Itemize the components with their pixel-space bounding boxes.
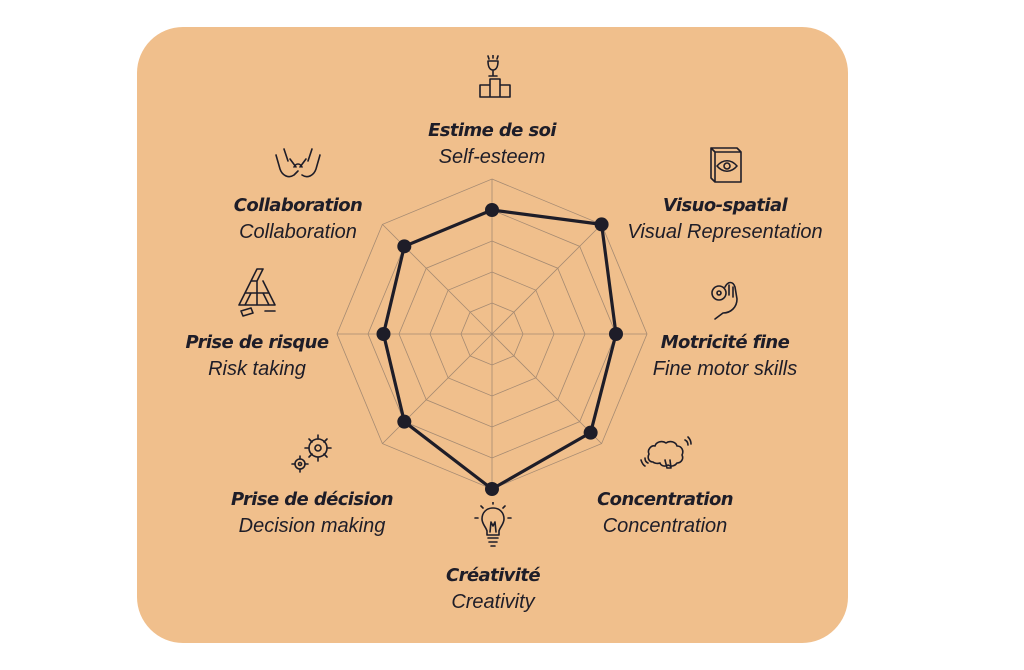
axis-title: Prise de risque: [185, 332, 330, 353]
pinky-promise-icon: [268, 145, 328, 195]
axis-subtitle: Self-esteem: [438, 146, 546, 168]
axis-subtitle: Concentration: [602, 515, 728, 537]
data-point: [397, 239, 412, 254]
axis-title: Concentration: [597, 489, 733, 510]
data-point: [594, 217, 609, 232]
axis-title: Prise de décision: [230, 489, 394, 510]
gears-icon: [282, 430, 342, 480]
grid-spoke: [491, 224, 602, 335]
axis-subtitle: Collaboration: [239, 221, 357, 243]
grid-spoke: [491, 333, 602, 444]
series-line: [381, 208, 618, 491]
data-point: [485, 203, 499, 217]
axis-subtitle: Visual Representation: [627, 221, 823, 243]
data-point: [583, 425, 598, 440]
axis-title: Créativité: [446, 565, 541, 586]
axis-title: Collaboration: [233, 195, 363, 216]
axis-title: Visuo-spatial: [662, 195, 788, 216]
axis-title: Motricité fine: [660, 332, 790, 353]
lightbulb-icon: [463, 501, 523, 552]
data-point: [485, 482, 499, 496]
brain-icon: [635, 430, 695, 480]
axis-title: Estime de soi: [428, 120, 556, 141]
axis-subtitle: Decision making: [238, 515, 386, 537]
axis-subtitle: Risk taking: [208, 358, 306, 380]
data-point: [609, 327, 623, 341]
trophy-podium-icon: [462, 54, 522, 105]
card-house-icon: [227, 267, 287, 317]
hand-pinch-icon: [695, 275, 755, 325]
data-point: [376, 327, 391, 341]
axis-subtitle: Fine motor skills: [652, 358, 798, 380]
data-point: [397, 414, 412, 429]
eye-cube-icon: [695, 140, 755, 190]
axis-subtitle: Creativity: [451, 591, 535, 613]
